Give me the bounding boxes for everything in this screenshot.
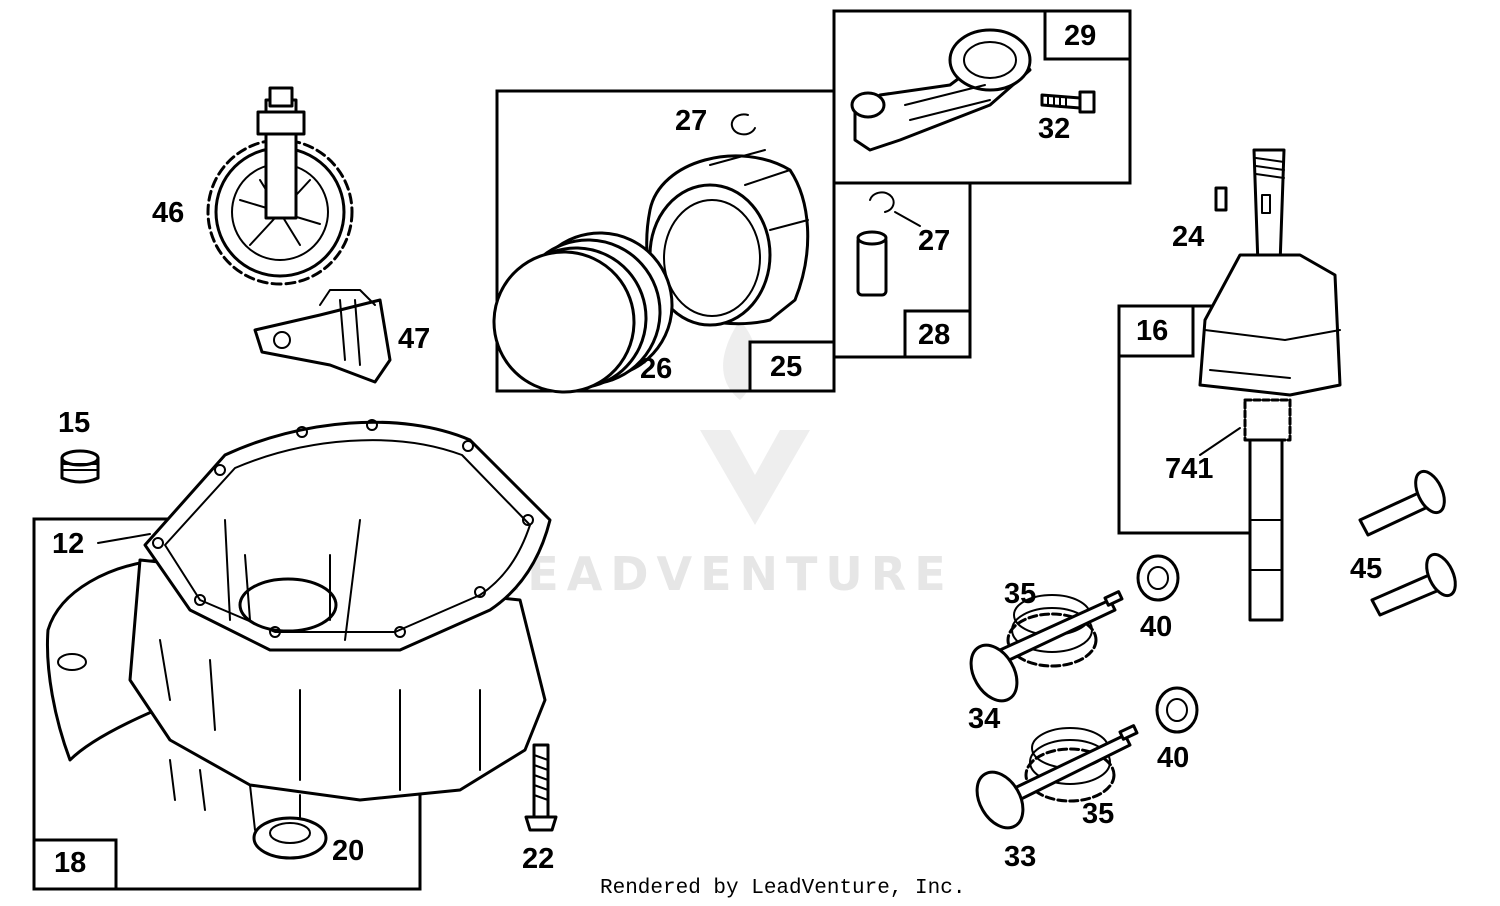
label-47: 47 [398,323,430,355]
label-26: 26 [640,353,672,385]
label-15: 15 [58,407,90,439]
piston-rings-part[interactable] [474,213,692,412]
retaining-ring-part[interactable] [730,113,756,136]
exhaust-valve-part[interactable] [968,764,1033,836]
label-741: 741 [1165,453,1213,485]
label-32: 32 [1038,113,1070,145]
valve-retainer-part-lower[interactable] [1155,686,1199,734]
label-12: 12 [52,528,84,560]
label-45: 45 [1350,553,1382,585]
tag-28-box [903,309,972,359]
bolt-part[interactable] [524,743,558,832]
tag-16-box [1117,304,1195,358]
rod-bolt-part[interactable] [1040,90,1096,114]
label-33: 33 [1004,841,1036,873]
governor-gear-part[interactable] [206,86,354,286]
intake-valve-part[interactable] [962,637,1027,709]
label-27-lower: 27 [918,225,950,257]
label-35-bottom: 35 [1082,798,1114,830]
oil-plug-part[interactable] [60,449,100,484]
label-40-bottom: 40 [1157,742,1189,774]
piston-box [495,89,836,393]
piston-pin-part[interactable] [856,230,888,297]
crankshaft-key-part[interactable] [1214,186,1228,212]
label-18: 18 [54,847,86,879]
label-22: 22 [522,843,554,875]
label-25: 25 [770,351,802,383]
connecting-rod-part[interactable] [850,28,1032,152]
piston-pin-box [834,181,972,359]
valve-tappet-part-lower[interactable] [1370,550,1461,617]
leadventure-watermark: LEADVENTURE [490,320,954,601]
tag-25-box [748,340,836,393]
pin-retainer-part[interactable] [869,191,895,213]
intake-valve-spring-part[interactable] [998,590,1124,668]
label-20: 20 [332,835,364,867]
connecting-rod-box [832,9,1132,185]
label-46: 46 [152,197,184,229]
leader-741 [1199,427,1241,456]
leader-12 [97,533,151,544]
piston-part[interactable] [645,149,810,327]
watermark-text: LEADVENTURE [490,547,954,601]
label-29: 29 [1064,20,1096,52]
footer-credit: Rendered by LeadVenture, Inc. [600,877,965,900]
label-34: 34 [968,703,1000,735]
label-27-top: 27 [675,105,707,137]
oil-seal-part[interactable] [252,816,328,860]
label-24: 24 [1172,221,1204,253]
leader-27-lower [894,211,921,227]
label-28: 28 [918,319,950,351]
tag-18-box [32,838,118,891]
label-40-top: 40 [1140,611,1172,643]
label-35-top: 35 [1004,578,1036,610]
valve-retainer-part-upper[interactable] [1136,554,1180,602]
governor-crank-part[interactable] [253,289,392,384]
engine-sump-part[interactable] [46,419,552,841]
crankshaft-part[interactable] [1198,148,1342,622]
label-16: 16 [1136,315,1168,347]
valve-tappet-part-upper[interactable] [1358,467,1450,537]
tag-29-box [1043,9,1132,61]
